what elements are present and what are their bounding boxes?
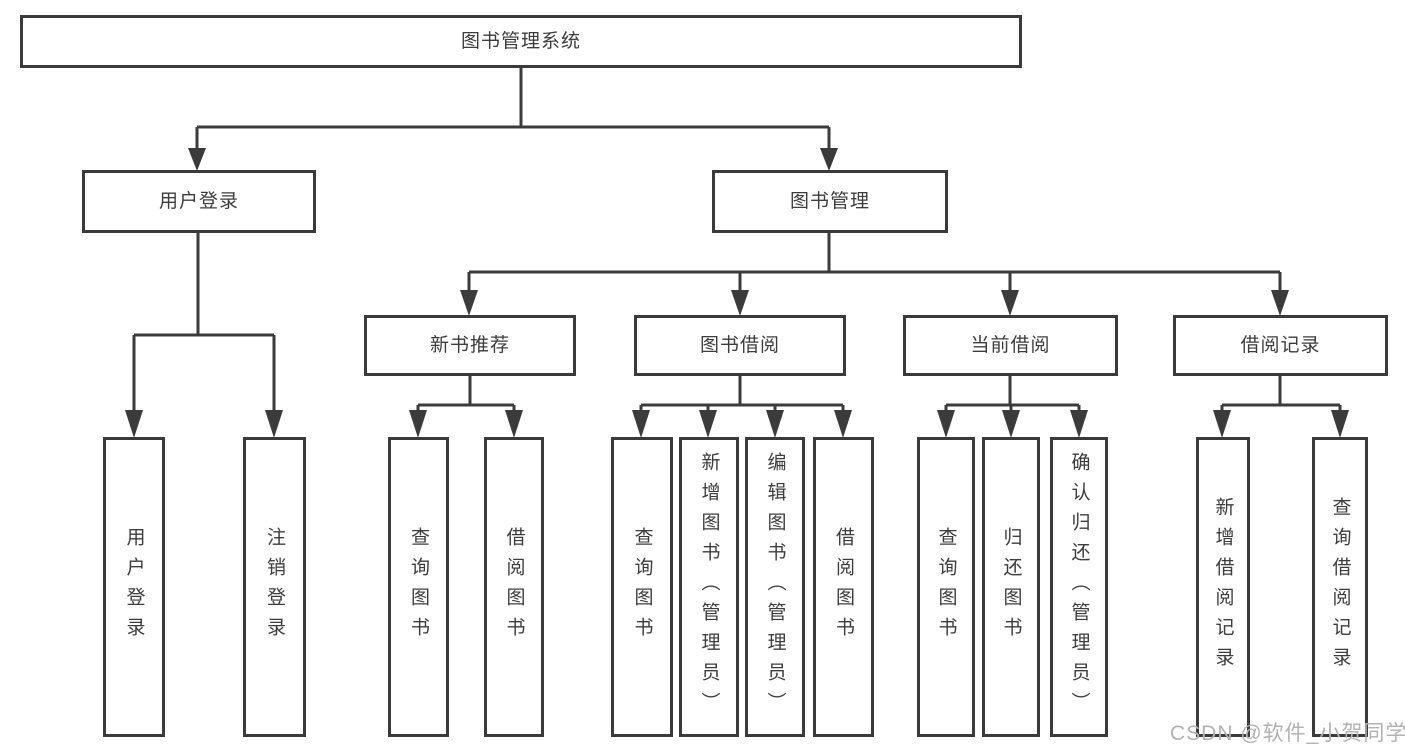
node-book-management: 图书管理: [712, 170, 948, 233]
arrowhead: [699, 410, 717, 438]
node-book-borrow: 图书借阅: [634, 315, 846, 376]
arrowhead: [505, 410, 523, 438]
arrowhead: [125, 410, 143, 438]
arrowhead: [731, 290, 749, 316]
node-library-management-system: 图书管理系统: [20, 15, 1022, 68]
leaf-add-books-admin: 新增图书（管理员）: [679, 437, 739, 737]
arrowhead: [460, 290, 478, 316]
leaf-logout: 注销登录: [243, 437, 306, 737]
arrowhead: [1331, 410, 1349, 438]
arrowhead: [820, 148, 838, 171]
arrowhead: [766, 410, 784, 438]
leaf-query-borrow-record: 查询借阅记录: [1312, 437, 1368, 737]
leaf-newbooks-query-books: 查询图书: [388, 437, 449, 737]
leaf-return-books: 归还图书: [982, 437, 1040, 737]
arrowhead: [1070, 410, 1088, 438]
leaf-borrow-borrow-books: 借阅图书: [813, 437, 874, 737]
arrowhead: [1001, 290, 1019, 316]
arrowhead: [1271, 290, 1289, 316]
arrowhead: [937, 410, 955, 438]
leaf-current-query-books: 查询图书: [917, 437, 975, 737]
leaf-edit-books-admin: 编辑图书（管理员）: [745, 437, 805, 737]
arrowhead: [265, 410, 283, 438]
leaf-newbooks-borrow-books: 借阅图书: [484, 437, 544, 737]
node-new-book-recommend: 新书推荐: [364, 315, 576, 376]
watermark: CSDN @软件_小贺同学: [1170, 722, 1405, 745]
leaf-user-login: 用户登录: [103, 437, 165, 737]
node-user-login: 用户登录: [82, 170, 316, 233]
leaf-borrow-query-books: 查询图书: [611, 437, 673, 737]
node-borrow-records: 借阅记录: [1173, 315, 1388, 376]
arrowhead: [1213, 410, 1231, 438]
arrowhead: [834, 410, 852, 438]
arrowhead: [409, 410, 427, 438]
leaf-confirm-return-admin: 确认归还（管理员）: [1050, 437, 1108, 737]
node-current-borrow: 当前借阅: [903, 315, 1118, 376]
arrowhead: [1002, 410, 1020, 438]
leaf-add-borrow-record: 新增借阅记录: [1196, 437, 1250, 737]
arrowhead: [632, 410, 650, 438]
arrowhead: [188, 148, 206, 171]
